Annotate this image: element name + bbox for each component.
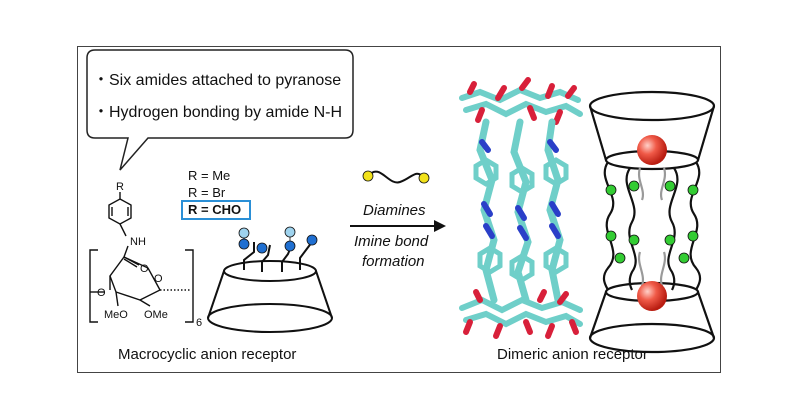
bullet-hydrogen-bonding: ・Hydrogen bonding by amide N-H: [93, 104, 343, 121]
r-group-label: R: [116, 181, 124, 193]
formation-label: formation: [362, 253, 425, 270]
anion-sphere-top: [637, 135, 667, 165]
nh-label: NH: [130, 236, 146, 248]
meo-label: MeO: [104, 309, 128, 321]
diamines-label: Diamines: [363, 202, 426, 219]
carbonyl-o-label: O: [140, 263, 149, 275]
substituent-me: R = Me: [188, 168, 231, 183]
ring-o-label: O: [154, 273, 163, 285]
link-o-label: O: [97, 287, 106, 299]
repeat-subscript: 6: [196, 317, 202, 329]
caption-macrocyclic: Macrocyclic anion receptor: [118, 346, 297, 363]
diamine-end-left: [362, 170, 374, 182]
diamine-end-right: [418, 172, 430, 184]
substituent-cho: R = CHO: [188, 202, 242, 217]
caption-dimeric: Dimeric anion receptor: [497, 346, 648, 363]
outer-frame: [77, 46, 721, 373]
substituent-br: R = Br: [188, 185, 226, 200]
bullet-six-amides: ・Six amides attached to pyranose: [93, 72, 342, 89]
cho-highlight-box: [181, 200, 251, 220]
diamine-linker: [367, 170, 425, 184]
imine-bond-label: Imine bond: [354, 233, 429, 250]
anion-sphere-bottom: [637, 281, 667, 311]
ome-label: OMe: [144, 309, 168, 321]
